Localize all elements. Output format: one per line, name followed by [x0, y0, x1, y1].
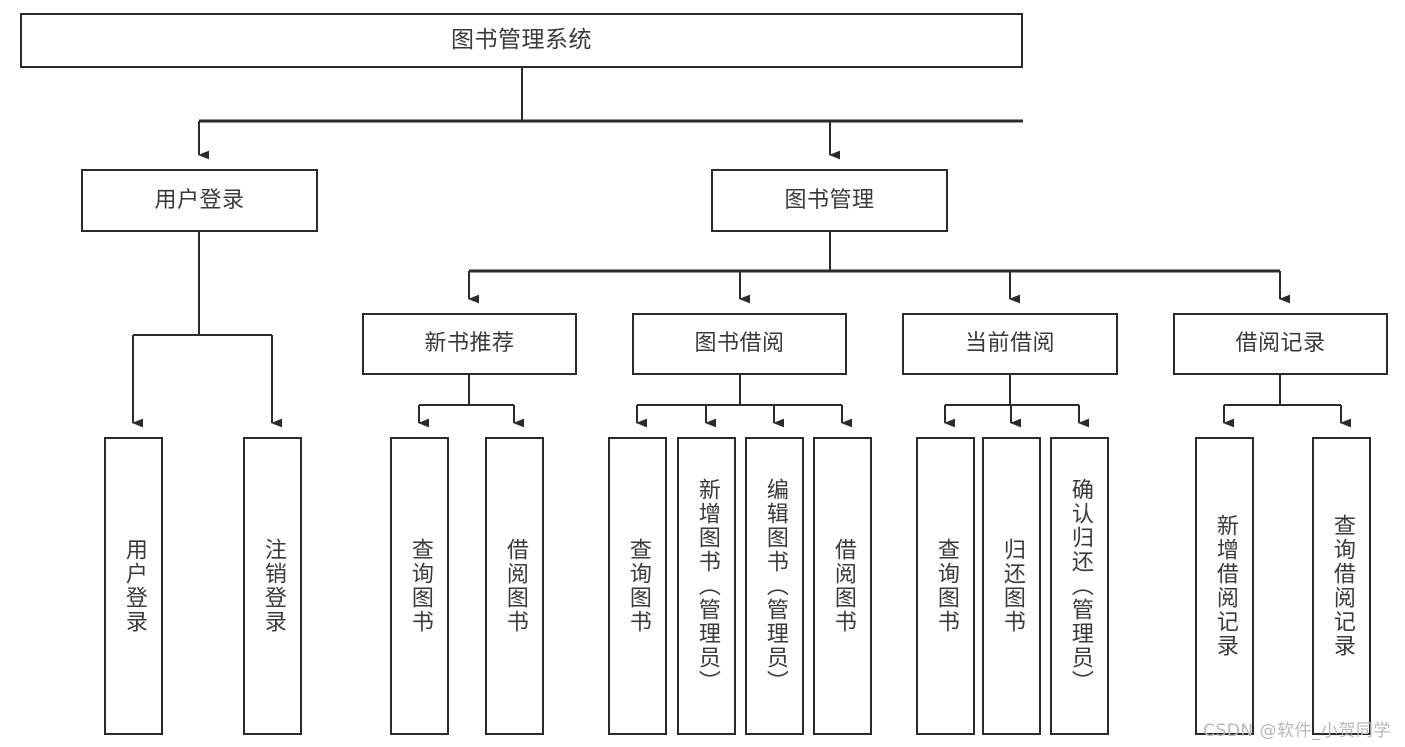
node-leaf-borrow-book[interactable]: 借阅图书 [813, 437, 872, 735]
node-book-borrow[interactable]: 图书借阅 [632, 313, 847, 375]
node-label: 确认归还（管理员） [1067, 478, 1093, 694]
node-label: 查询图书 [625, 538, 651, 634]
node-label: 借阅记录 [1235, 331, 1326, 357]
node-label: 查询借阅记录 [1329, 514, 1355, 658]
node-label: 编辑图书（管理员） [762, 478, 788, 694]
node-book-management[interactable]: 图书管理 [711, 169, 948, 232]
node-label: 当前借阅 [964, 331, 1055, 357]
node-label: 借阅图书 [830, 538, 856, 634]
node-leaf-confirm-return-admin[interactable]: 确认归还（管理员） [1050, 437, 1109, 735]
node-label: 新增借阅记录 [1212, 514, 1238, 658]
node-leaf-query-book-current[interactable]: 查询图书 [916, 437, 975, 735]
node-label: 查询图书 [933, 538, 959, 634]
node-borrow-records[interactable]: 借阅记录 [1173, 313, 1388, 375]
watermark: CSDN @软件_小贺同学 [1203, 721, 1391, 741]
node-leaf-logout[interactable]: 注销登录 [243, 437, 302, 735]
node-leaf-edit-book-admin[interactable]: 编辑图书（管理员） [745, 437, 804, 735]
node-leaf-query-book-borrow[interactable]: 查询图书 [608, 437, 667, 735]
node-label: 图书管理 [784, 187, 875, 213]
node-label: 图书借阅 [694, 331, 785, 357]
node-leaf-user-login[interactable]: 用户登录 [104, 437, 163, 735]
node-current-borrow[interactable]: 当前借阅 [902, 313, 1118, 375]
node-label: 归还图书 [999, 538, 1025, 634]
node-leaf-add-borrow-record[interactable]: 新增借阅记录 [1195, 437, 1254, 735]
node-label: 新增图书（管理员） [694, 478, 720, 694]
node-leaf-query-borrow-record[interactable]: 查询借阅记录 [1312, 437, 1371, 735]
node-new-book-recommend[interactable]: 新书推荐 [362, 313, 577, 375]
node-label: 图书管理系统 [451, 26, 592, 53]
node-label: 注销登录 [260, 538, 286, 634]
node-label: 用户登录 [121, 538, 147, 634]
node-label: 新书推荐 [424, 331, 515, 357]
node-label: 查询图书 [407, 538, 433, 634]
node-leaf-borrow-book-newbook[interactable]: 借阅图书 [485, 437, 544, 735]
node-root-system[interactable]: 图书管理系统 [20, 13, 1023, 68]
node-user-login[interactable]: 用户登录 [81, 169, 318, 232]
node-leaf-query-book-newbook[interactable]: 查询图书 [390, 437, 449, 735]
node-label: 用户登录 [154, 187, 245, 213]
node-leaf-add-book-admin[interactable]: 新增图书（管理员） [677, 437, 736, 735]
node-leaf-return-book[interactable]: 归还图书 [982, 437, 1041, 735]
node-label: 借阅图书 [502, 538, 528, 634]
